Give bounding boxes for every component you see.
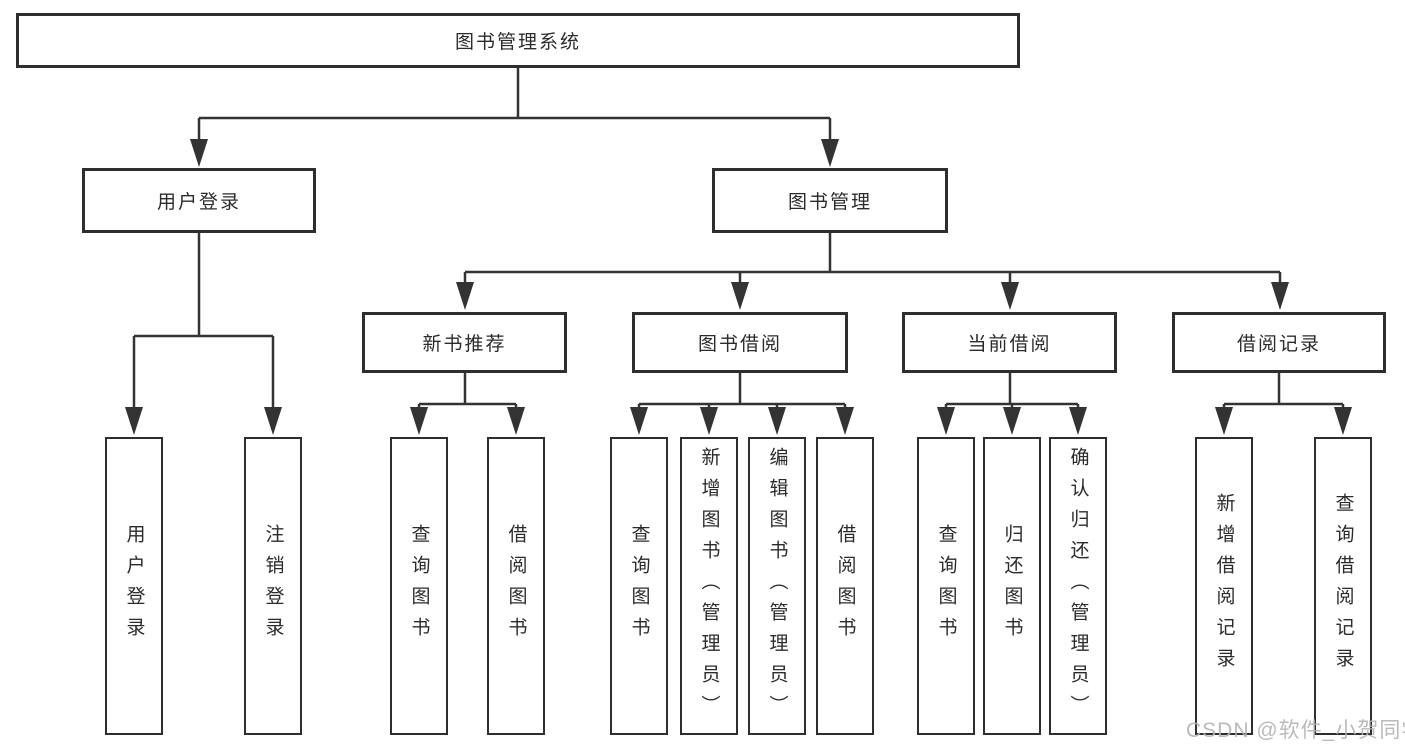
node-book-management: 图书管理 xyxy=(712,168,948,233)
arrowhead xyxy=(190,139,208,167)
arrowhead xyxy=(630,407,648,435)
leaf-logout: 注销登录 xyxy=(244,437,302,735)
arrowhead xyxy=(1001,282,1019,310)
leaf-label: 查询借阅记录 xyxy=(1332,493,1354,679)
node-current-borrowing: 当前借阅 xyxy=(902,312,1117,373)
leaf-bb-borrow-books: 借阅图书 xyxy=(816,437,874,735)
leaf-cb-query-books: 查询图书 xyxy=(917,437,975,735)
arrowhead xyxy=(507,407,525,435)
arrowheads xyxy=(125,139,1352,435)
leaf-br-query-record: 查询借阅记录 xyxy=(1314,437,1372,735)
arrowhead xyxy=(1215,407,1233,435)
leaf-label: 注销登录 xyxy=(262,524,284,648)
leaf-br-add-record: 新增借阅记录 xyxy=(1195,437,1253,735)
leaf-label: 查询图书 xyxy=(935,524,957,648)
leaf-label: 归还图书 xyxy=(1001,524,1023,648)
leaf-bb-add-books-admin: 新增图书（管理员） xyxy=(680,437,738,735)
arrowhead xyxy=(1003,407,1021,435)
leaf-label: 编辑图书（管理员） xyxy=(766,446,788,726)
arrowhead xyxy=(768,407,786,435)
leaf-label: 新增图书（管理员） xyxy=(698,446,720,726)
arrowhead xyxy=(410,407,428,435)
leaf-bb-edit-books-admin: 编辑图书（管理员） xyxy=(748,437,806,735)
arrowhead xyxy=(1334,407,1352,435)
arrowhead xyxy=(1271,282,1289,310)
node-user-login: 用户登录 xyxy=(82,168,316,233)
arrowhead xyxy=(731,282,749,310)
watermark: CSDN @软件_小贺同学 xyxy=(1186,719,1405,742)
leaf-label: 用户登录 xyxy=(123,524,145,648)
arrowhead xyxy=(1069,407,1087,435)
arrowhead xyxy=(700,407,718,435)
leaf-label: 借阅图书 xyxy=(834,524,856,648)
node-book-borrowing: 图书借阅 xyxy=(632,312,848,373)
arrowhead xyxy=(264,407,282,435)
arrowhead xyxy=(836,407,854,435)
arrowhead xyxy=(821,139,839,167)
leaf-rec-borrow-books: 借阅图书 xyxy=(487,437,545,735)
leaf-label: 借阅图书 xyxy=(505,524,527,648)
leaf-bb-query-books: 查询图书 xyxy=(610,437,668,735)
leaf-cb-return-books: 归还图书 xyxy=(983,437,1041,735)
leaf-rec-query-books: 查询图书 xyxy=(390,437,448,735)
leaf-user-login: 用户登录 xyxy=(105,437,163,735)
node-borrowing-records: 借阅记录 xyxy=(1172,312,1386,373)
leaf-cb-confirm-return-admin: 确认归还（管理员） xyxy=(1049,437,1107,735)
leaf-label: 确认归还（管理员） xyxy=(1067,446,1089,726)
arrowhead xyxy=(456,282,474,310)
node-new-book-recommendation: 新书推荐 xyxy=(362,312,567,373)
leaf-label: 新增借阅记录 xyxy=(1213,493,1235,679)
leaf-label: 查询图书 xyxy=(408,524,430,648)
arrowhead xyxy=(125,407,143,435)
leaf-label: 查询图书 xyxy=(628,524,650,648)
node-library-management-system: 图书管理系统 xyxy=(16,13,1020,68)
arrowhead xyxy=(937,407,955,435)
